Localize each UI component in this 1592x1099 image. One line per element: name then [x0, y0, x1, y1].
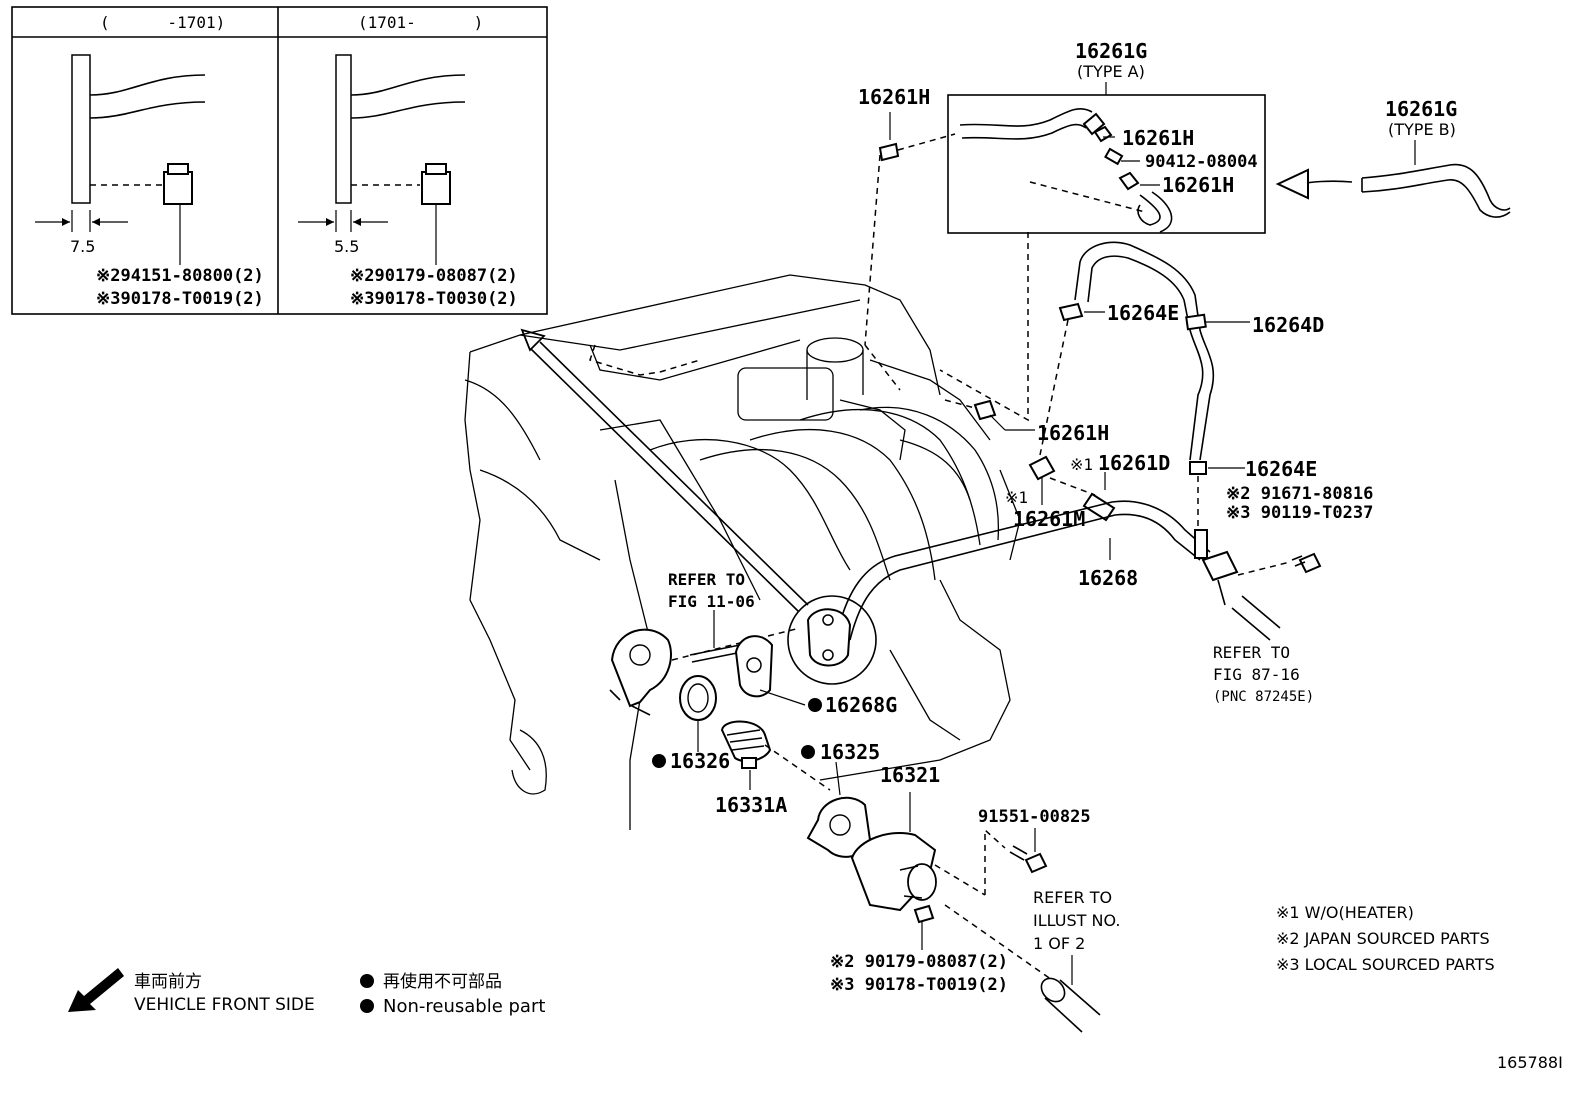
- inset-left-part-2: ※390178-T0019(2): [96, 289, 264, 309]
- clamp-16261h-top: [864, 112, 956, 391]
- gasket-16325: [806, 761, 872, 858]
- label-91551: 91551-00825: [978, 807, 1091, 827]
- hose-end-bottom: [1040, 955, 1101, 1033]
- diagram-id: 165788I: [1497, 1053, 1563, 1072]
- label-16264e-low: 16264E: [1245, 457, 1317, 481]
- clamp-16261h-mid: [944, 399, 1035, 431]
- thermostat-16331a: [720, 720, 831, 791]
- legend-nonreuse-en: Non-reusable part: [383, 996, 545, 1017]
- label-16268: 16268: [1078, 566, 1138, 590]
- label-16325: 16325: [820, 740, 880, 764]
- label-16331a: 16331A: [715, 793, 787, 817]
- type-a-box: [947, 82, 1266, 234]
- vehicle-front-arrow-icon: [68, 968, 124, 1012]
- refer-illust-line1: REFER TO: [1033, 888, 1112, 907]
- label-16326: 16326: [670, 749, 730, 773]
- label-16261d-mark: ※1: [1070, 455, 1093, 474]
- inset-right-nut-icon: [421, 171, 451, 205]
- hose-16264d: [1074, 241, 1250, 461]
- refer-fig8716-line1: REFER TO: [1213, 643, 1290, 662]
- label-91671: ※2 91671-80816: [1226, 484, 1373, 504]
- inset-left-dimension: 7.5: [70, 237, 95, 256]
- label-type-a: (TYPE A): [1077, 62, 1145, 81]
- label-16261h-top: 16261H: [858, 85, 930, 109]
- nonreuse-dot-16326: [652, 754, 666, 768]
- label-16261g-type-b: 16261G: [1385, 97, 1457, 121]
- inset-left-part-1: ※294151-80800(2): [96, 266, 264, 286]
- water-inlet-16321: [850, 792, 1056, 983]
- inset-left-nut-icon: [163, 171, 193, 205]
- refer-fig8716-line2: FIG 87-16: [1213, 665, 1300, 684]
- inset-right-part-1: ※290179-08087(2): [350, 266, 518, 286]
- gasket-16326: [679, 675, 717, 752]
- label-16264e-top: 16264E: [1107, 301, 1179, 325]
- flange-detail-circle: [787, 595, 877, 685]
- label-90412: 90412-08004: [1145, 152, 1258, 172]
- pipe-16268: [837, 500, 1322, 641]
- bolt-91551: [984, 828, 1048, 895]
- engine-block-outline: [464, 274, 1021, 830]
- hose-16261d: [1082, 472, 1116, 522]
- label-90119: ※3 90119-T0237: [1226, 503, 1373, 523]
- inset-right-dimension: 5.5: [334, 237, 359, 256]
- inset-left-plate: [71, 54, 91, 204]
- label-type-b: (TYPE B): [1388, 120, 1456, 139]
- refer-illust-line3: 1 OF 2: [1033, 934, 1085, 953]
- label-16264d: 16264D: [1252, 313, 1324, 337]
- refer-illust-line2: ILLUST NO.: [1033, 911, 1120, 930]
- note-1: ※1 W/O(HEATER): [1276, 903, 1414, 922]
- clamp-16264e-top: [1039, 302, 1105, 456]
- label-16261m-mark: ※1: [1005, 488, 1028, 507]
- legend: 車両前方 VEHICLE FRONT SIDE 再使用不可部品 Non-reus…: [68, 968, 545, 1017]
- label-16268g: 16268G: [825, 693, 897, 717]
- label-16261h-box2: 16261H: [1162, 173, 1234, 197]
- label-16261h-box1: 16261H: [1122, 126, 1194, 150]
- note-2: ※2 JAPAN SOURCED PARTS: [1276, 929, 1490, 948]
- inset-pointer-arrow: [520, 328, 809, 612]
- nonreuse-dot-16268g: [808, 698, 822, 712]
- note-3: ※3 LOCAL SOURCED PARTS: [1276, 955, 1495, 974]
- refer-fig1106-line2: FIG 11-06: [668, 592, 755, 611]
- nonreuse-dot-icon-2: [360, 999, 374, 1013]
- type-b-hose: [1275, 163, 1511, 218]
- inlet-housing-flange: [609, 628, 672, 716]
- label-16321: 16321: [880, 763, 940, 787]
- refer-fig1106-line1: REFER TO: [668, 570, 745, 589]
- legend-front-jp: 車両前方: [134, 972, 202, 992]
- inset-left-header: ( -1701): [100, 13, 225, 32]
- inset-right-plate: [335, 54, 352, 204]
- gasket-16268g: [734, 635, 806, 706]
- refer-fig8716-line3: (PNC 87245E): [1213, 689, 1314, 705]
- clamp-16261m: [1028, 455, 1096, 505]
- inset-right-part-2: ※390178-T0030(2): [350, 289, 518, 309]
- label-bottom-part-2: ※3 90178-T0019(2): [830, 975, 1008, 995]
- nonreuse-dot-16325: [801, 745, 815, 759]
- inset-right-header: (1701- ): [358, 13, 483, 32]
- label-bottom-part-1: ※2 90179-08087(2): [830, 952, 1008, 972]
- nonreuse-dot-icon-1: [360, 974, 374, 988]
- clamp-16264e-low: [1189, 461, 1245, 530]
- inset-panel: ( -1701) (1701- ) 7.5 ※294151-80800(2) ※…: [11, 6, 548, 315]
- legend-nonreuse-jp: 再使用不可部品: [383, 971, 502, 992]
- legend-front-en: VEHICLE FRONT SIDE: [134, 995, 315, 1015]
- label-16261h-mid: 16261H: [1037, 421, 1109, 445]
- label-16261d: 16261D: [1098, 451, 1170, 475]
- label-16261g-type-a: 16261G: [1075, 39, 1147, 63]
